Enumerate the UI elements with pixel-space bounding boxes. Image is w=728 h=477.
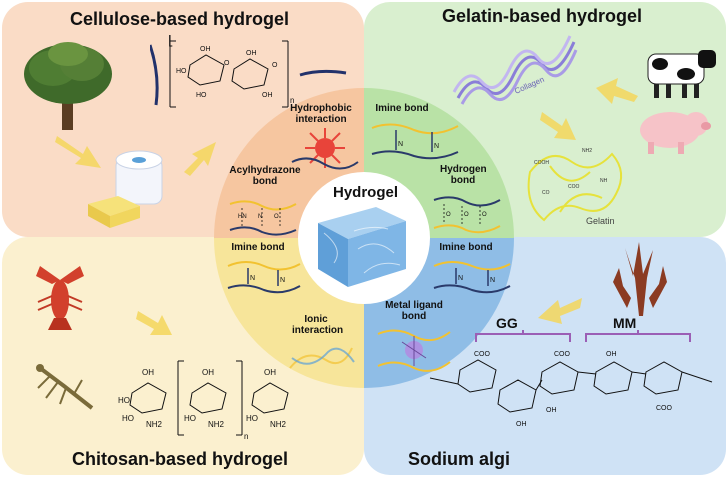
svg-text:HO: HO	[184, 414, 196, 423]
svg-text:N: N	[280, 277, 285, 284]
svg-text:NH2: NH2	[146, 420, 163, 429]
svg-text:COO: COO	[554, 351, 571, 358]
svg-text:OH: OH	[142, 368, 154, 377]
svg-text:O: O	[272, 62, 278, 69]
cow-icon	[647, 50, 716, 98]
hydrogel-cube-icon	[318, 207, 406, 287]
svg-text:HO: HO	[122, 414, 134, 423]
alginate-formula-icon: COO OH COO OH COO OH	[429, 330, 713, 428]
down-arrow-icon	[55, 136, 101, 168]
gg-label: GG	[496, 315, 518, 331]
hydrophobic-interaction-label: Hydrophobic interaction	[290, 103, 352, 125]
svg-text:COO: COO	[656, 405, 673, 412]
gelatin-label: Gelatin	[586, 216, 615, 226]
imine-bond-left-label: Imine bond	[231, 242, 285, 253]
svg-text:OH: OH	[516, 421, 527, 428]
gelatin-title: Gelatin-based hydrogel	[442, 6, 643, 26]
svg-text:OH: OH	[202, 368, 214, 377]
svg-text:O: O	[224, 60, 230, 67]
imine-chain-top-icon: N N	[371, 123, 459, 160]
svg-text:N: N	[490, 277, 495, 284]
svg-text:COO: COO	[474, 351, 491, 358]
imine-chain-left-icon: N N	[227, 261, 301, 294]
cellulose-n-subscript: n	[290, 96, 294, 105]
svg-text:N: N	[398, 141, 403, 148]
chitosan-n-subscript: n	[244, 432, 248, 441]
svg-text:NH: NH	[600, 178, 608, 184]
svg-text:HO: HO	[246, 414, 258, 423]
svg-text:OH: OH	[546, 407, 557, 414]
imine-bond-top-label: Imine bond	[375, 103, 429, 114]
svg-text:COO: COO	[568, 184, 580, 190]
tree-icon	[24, 42, 112, 130]
gelatin-network-icon: COOH NH2 COO NH CO Gelatin	[527, 148, 623, 226]
svg-text:OH: OH	[262, 92, 273, 99]
metal-ligand-chain-icon	[377, 329, 451, 372]
down-right-arrow-icon	[540, 112, 576, 140]
up-arrow-icon	[184, 142, 216, 176]
ionic-chain-icon	[289, 347, 355, 369]
chitosan-title: Chitosan-based hydrogel	[72, 449, 289, 469]
svg-text:N: N	[250, 275, 255, 282]
svg-text:COOH: COOH	[534, 160, 549, 166]
imine-bond-right-label: Imine bond	[439, 242, 493, 253]
seaweed-icon	[613, 242, 667, 316]
svg-text:N: N	[458, 275, 463, 282]
svg-text:CO: CO	[542, 190, 550, 196]
svg-text:O: O	[274, 214, 279, 220]
lobster-icon	[36, 266, 84, 330]
mm-label: MM	[613, 315, 637, 331]
imine-chain-right-icon: N N	[433, 261, 511, 294]
alginate-title: Sodium algi	[408, 449, 511, 469]
svg-text:O: O	[482, 212, 487, 218]
cellulose-title: Cellulose-based hydrogel	[70, 9, 290, 29]
svg-text:HO: HO	[196, 92, 207, 99]
hydrophobic-micelle-icon	[291, 128, 359, 170]
acylhydrazone-bond-label: Acylhydrazone bond	[229, 165, 301, 187]
svg-text:HO: HO	[118, 396, 130, 405]
svg-text:HO: HO	[176, 68, 187, 75]
hydrogen-bond-chain-icon: O O O	[433, 196, 501, 234]
left-arrow-icon	[596, 78, 638, 104]
acylhydrazone-chain-icon: HN N O	[229, 200, 297, 236]
ionic-interaction-label: Ionic interaction	[292, 314, 344, 336]
svg-text:NH2: NH2	[208, 420, 225, 429]
chitosan-formula-icon: HO OH HO NH2 OH HO NH2 OH HO NH2 n	[118, 360, 289, 441]
left-arrow-icon-2	[538, 298, 582, 324]
svg-text:OH: OH	[246, 50, 257, 57]
metal-ligand-bond-label: Metal ligand bond	[385, 300, 443, 322]
cellulose-formula-icon: [ HO OH HO O OH OH O n	[150, 35, 347, 108]
right-arrow-icon	[136, 311, 172, 335]
hydrogen-bond-label: Hydrogen bond	[440, 164, 487, 186]
butter-icon	[88, 196, 140, 228]
svg-text:OH: OH	[606, 351, 617, 358]
collagen-helix-icon: Collagen	[452, 35, 578, 105]
svg-text:OH: OH	[200, 46, 211, 53]
svg-text:OH: OH	[264, 368, 276, 377]
svg-text:O: O	[446, 212, 451, 218]
svg-text:NH2: NH2	[582, 148, 592, 154]
svg-text:N: N	[434, 143, 439, 150]
hydrogel-title: Hydrogel	[333, 184, 399, 201]
svg-text:O: O	[464, 212, 469, 218]
toilet-paper-icon	[115, 150, 163, 205]
mantis-icon	[36, 364, 94, 410]
pig-icon	[640, 112, 711, 154]
svg-text:N: N	[258, 214, 262, 220]
svg-text:NH2: NH2	[270, 420, 287, 429]
